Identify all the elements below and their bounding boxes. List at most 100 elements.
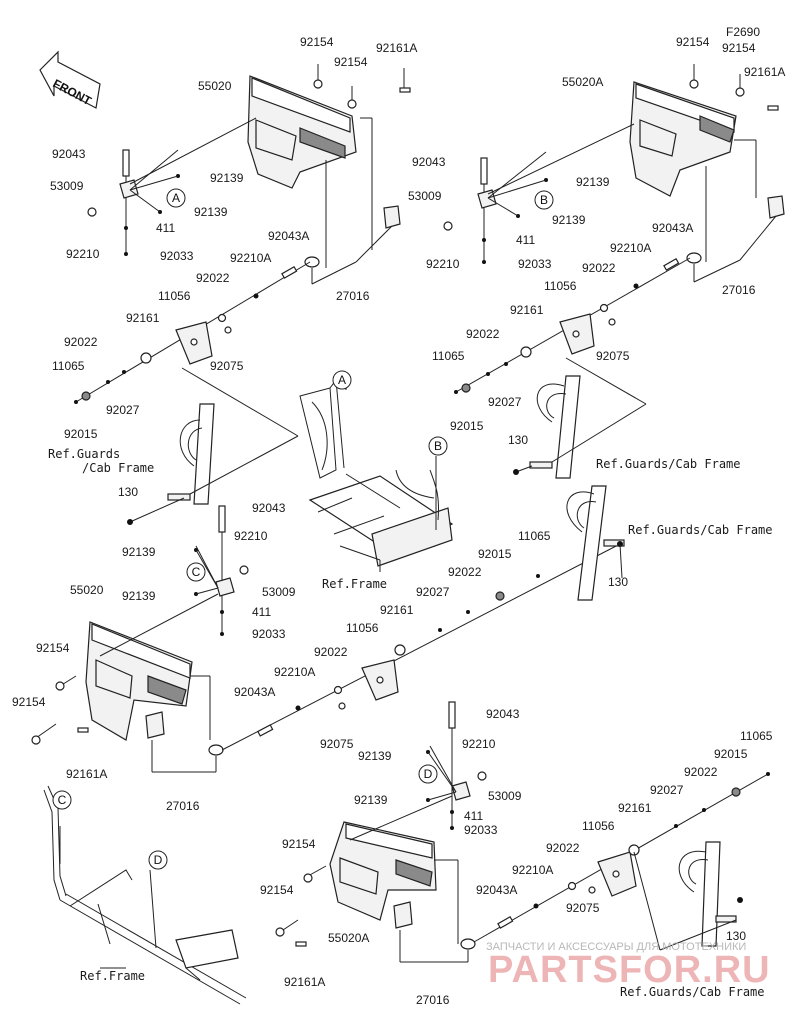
grommet-27016-d [686,252,702,264]
label-11065: 11065 [432,349,465,363]
label-ref-frame: Ref.Frame [80,969,145,983]
bolt-92043A [281,265,298,279]
bolt-92154-b [347,86,357,109]
label-11056: 11056 [582,819,615,833]
label-92139: 92139 [358,749,392,763]
label-92154: 92154 [676,35,710,49]
assembly-middle-left: C [31,485,625,773]
label-92154: 92154 [36,641,70,655]
label-130: 130 [608,575,628,589]
grommet-27016-b [304,256,320,268]
grommet-27016-f [208,744,224,756]
callout-d [418,764,438,784]
bolt-92043A-b [663,257,680,271]
labels-top-left: 92154 92154 92161A 55020 92043 92139 530… [48,35,417,499]
label-92033: 92033 [252,627,286,641]
washer-92161-c [394,644,406,656]
label-130: 130 [508,433,528,447]
label-92043: 92043 [486,707,520,721]
bracket-53009 [119,179,139,199]
label-92210A: 92210A [230,251,271,265]
label-92022: 92022 [546,841,580,855]
label-411: 411 [156,221,175,235]
diagram-id: F2690 [726,25,760,39]
label-411: 411 [464,809,483,823]
bolt-92154-a [313,64,323,89]
label-92027: 92027 [106,403,140,417]
label-92022: 92022 [196,271,230,285]
washer-92075-c [338,702,346,710]
label-92043: 92043 [252,501,286,515]
watermark-brand: PARTSFOR.RU [488,949,771,991]
callout-b [534,190,554,210]
label-92043A: 92043A [268,229,309,243]
label-55020: 55020 [198,79,232,93]
label-92210: 92210 [462,737,496,751]
label-11065: 11065 [518,529,551,543]
label-53009: 53009 [488,789,522,803]
label-11056: 11056 [158,289,191,303]
labels-bottom-right: 92043 92139 92210 92139 53009 411 92033 … [80,707,773,1007]
label-92027: 92027 [488,395,522,409]
label-92139: 92139 [122,589,156,603]
label-92139: 92139 [576,175,610,189]
label-92027: 92027 [650,783,684,797]
label-53009: 53009 [262,585,296,599]
label-92015: 92015 [478,547,512,561]
labels-middle: Ref.Frame 92043 92210 92139 53009 92139 … [12,501,773,813]
label-130: 130 [118,485,138,499]
lamp-housing-55020 [247,75,357,189]
svg-text:D: D [154,853,163,867]
pin-92161A-c [77,727,89,733]
label-92161: 92161 [380,603,414,617]
callout-a-frame [332,370,352,390]
svg-text:A: A [338,373,346,387]
guard-tube-left [167,403,215,505]
bolt-92043-c [218,505,226,533]
svg-text:D: D [424,767,433,781]
front-direction-arrow: FRONT [39,50,101,109]
bolt-92043A-c [257,724,274,737]
washer-92075 [224,326,232,334]
callout-a [166,188,186,208]
label-92154: 92154 [282,837,316,851]
nut-92210-c [239,565,249,575]
svg-text:B: B [540,193,548,207]
grommet-27016-e [145,711,165,739]
watermark: ЗАПЧАСТИ И АКСЕССУАРЫ ДЛЯ МОТОТЕХНИКИ PA… [486,941,771,991]
label-92210A: 92210A [274,665,315,679]
label-ref-frame: Ref.Frame [322,577,387,591]
label-92154: 92154 [722,41,756,55]
nut-92210-d [477,771,487,781]
washer-92161 [140,352,152,364]
washer-92075-d [588,886,596,894]
guard-tube-right-middle [566,485,625,601]
label-92161A: 92161A [376,41,417,55]
svg-text:C: C [58,793,67,807]
assembly-bottom-right: D [275,701,770,963]
label-11056: 11056 [544,279,577,293]
label-92154: 92154 [260,883,294,897]
label-92075: 92075 [596,349,630,363]
assembly-top-left: A [74,64,411,525]
label-92043A: 92043A [652,221,693,235]
label-92043A: 92043A [234,685,275,699]
svg-text:B: B [434,439,442,453]
labels-top-right: 92154 92154 92161A 55020A 92043 92139 53… [408,35,785,471]
label-92139: 92139 [354,793,388,807]
grommet-27016-a [383,205,401,229]
bolt-92043 [122,149,130,177]
svg-text:C: C [192,565,201,579]
bracket-53009-b [477,189,497,209]
label-92075: 92075 [320,737,354,751]
pin-92161A-d [295,941,307,947]
label-92022: 92022 [314,645,348,659]
label-92210: 92210 [234,529,268,543]
label-92161: 92161 [510,303,544,317]
callout-c-frame [52,790,72,810]
label-92015: 92015 [714,747,748,761]
label-92139: 92139 [210,171,244,185]
label-27016: 27016 [336,289,370,303]
bolt-92154-f [31,723,57,745]
